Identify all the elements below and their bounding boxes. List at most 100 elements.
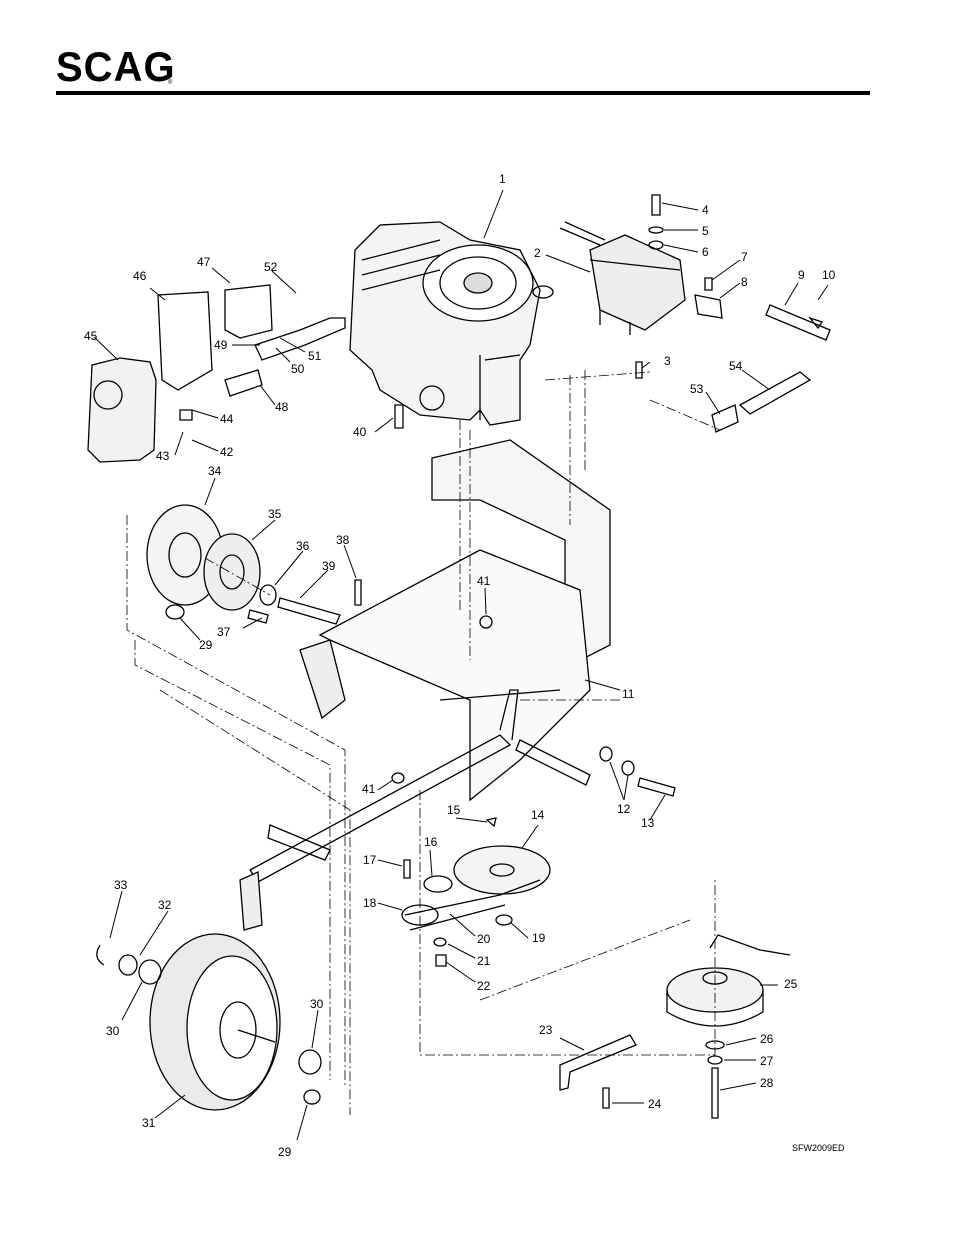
alignment-lines (126, 370, 721, 1115)
bolt-13 (637, 777, 676, 797)
coupler-8 (694, 294, 723, 319)
callout-26: 26 (760, 1032, 774, 1046)
callout-34: 34 (208, 464, 222, 478)
ring-19 (495, 914, 513, 926)
callout-30b: 30 (310, 997, 324, 1011)
frame-11 (299, 439, 611, 802)
callout-8: 8 (741, 275, 748, 289)
axle (515, 739, 591, 786)
callout-14: 14 (531, 808, 545, 822)
clutch-25 (666, 934, 791, 1027)
callout-50: 50 (291, 362, 305, 376)
pulley-35 (203, 533, 261, 611)
callout-53: 53 (690, 382, 704, 396)
callout-33: 33 (114, 878, 128, 892)
callout-21: 21 (477, 954, 491, 968)
clip-33 (96, 944, 105, 966)
engine (349, 221, 554, 426)
bushing-29b (303, 1089, 321, 1105)
callout-31: 31 (142, 1116, 156, 1130)
callout-20: 20 (477, 932, 491, 946)
callout-40: 40 (353, 425, 367, 439)
key-15 (485, 817, 497, 828)
callout-2: 2 (534, 246, 541, 260)
callout-48: 48 (275, 400, 289, 414)
callout-5: 5 (702, 224, 709, 238)
callout-18: 18 (363, 896, 377, 910)
callout-7: 7 (741, 250, 748, 264)
callout-16: 16 (424, 835, 438, 849)
shaft-9 (765, 304, 831, 341)
registered-mark: ® (168, 80, 173, 86)
pulley-16 (423, 875, 453, 893)
callout-13: 13 (641, 816, 655, 830)
callout-43: 43 (156, 449, 170, 463)
callout-41a: 41 (477, 574, 491, 588)
leader-lines (93, 189, 829, 1141)
callout-10: 10 (822, 268, 836, 282)
callout-30a: 30 (106, 1024, 120, 1038)
callout-41b: 41 (362, 782, 376, 796)
washer-32 (118, 954, 138, 976)
callout-25: 25 (784, 977, 798, 991)
bracket-23 (559, 1034, 637, 1091)
bolt-40 (394, 404, 404, 429)
nut-41b (391, 772, 405, 784)
bushing-30b (298, 1049, 322, 1075)
bolt-37 (247, 609, 269, 624)
callout-22: 22 (477, 979, 491, 993)
pulley-14 (453, 845, 551, 895)
callout-51: 51 (308, 349, 322, 363)
coupler-53 (711, 404, 739, 433)
callout-29b: 29 (278, 1145, 292, 1159)
callout-36: 36 (296, 539, 310, 553)
callout-46: 46 (133, 269, 147, 283)
bolt-38 (354, 579, 362, 606)
callout-24: 24 (648, 1097, 662, 1111)
callout-49: 49 (214, 338, 228, 352)
pulley-34-hub (168, 532, 202, 578)
callout-4: 4 (702, 203, 709, 217)
key-17 (403, 859, 411, 879)
nut-12a (599, 746, 613, 762)
scag-logo: SCAG (56, 44, 176, 91)
muffler-assembly (87, 284, 346, 463)
callout-35: 35 (268, 507, 282, 521)
bushing-30a (138, 959, 162, 985)
callout-28: 28 (760, 1076, 774, 1090)
callout-32: 32 (158, 898, 172, 912)
nut-22 (435, 954, 447, 967)
callout-3: 3 (664, 354, 671, 368)
callout-39: 39 (322, 559, 336, 573)
nut-12b (621, 760, 635, 776)
callout-11: 11 (622, 687, 635, 701)
shaft-39 (277, 597, 341, 625)
washer-5 (648, 226, 664, 234)
driveshaft-54 (738, 371, 812, 415)
wheel-31 (149, 933, 281, 1111)
key-10 (808, 316, 824, 330)
fitting-7 (704, 277, 713, 291)
callout-45: 45 (84, 329, 98, 343)
callout-54: 54 (729, 359, 743, 373)
pulley-14-hub (489, 863, 515, 877)
callout-37: 37 (217, 625, 231, 639)
pulley-35-hub (219, 554, 245, 590)
spacer-36 (259, 584, 277, 606)
bolt-24 (602, 1087, 610, 1109)
callout-27: 27 (760, 1054, 774, 1068)
fitting-4 (651, 194, 661, 216)
header-rule (56, 91, 870, 95)
callout-6: 6 (702, 245, 709, 259)
washer-6 (648, 240, 664, 250)
callout-9: 9 (798, 268, 805, 282)
callout-38: 38 (336, 533, 350, 547)
nut-41a (479, 615, 493, 629)
bolt-28 (711, 1067, 719, 1119)
callout-15: 15 (447, 803, 461, 817)
gearbox (559, 221, 686, 335)
callout-42: 42 (220, 445, 234, 459)
callout-47: 47 (197, 255, 211, 269)
callout-12a: 12 (617, 802, 631, 816)
